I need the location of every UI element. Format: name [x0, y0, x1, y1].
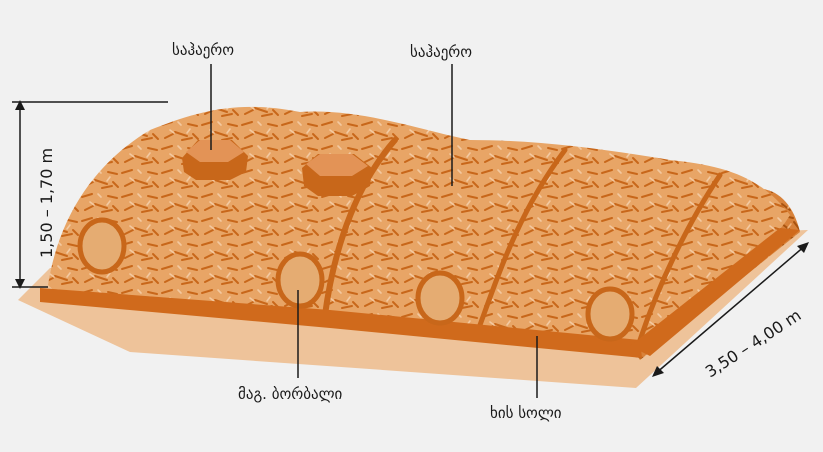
vent-right [302, 154, 372, 196]
vent-right-label: საჰაერო [410, 43, 472, 61]
wood-bed-label: ხის სოლი [490, 404, 562, 422]
pipe-end-3 [418, 273, 462, 323]
pipe-end-1 [80, 220, 124, 272]
pipe-end-2 [278, 254, 322, 306]
pipe-label: მაგ. ბორბალი [238, 385, 343, 403]
vent-left-label: საჰაერო [172, 41, 234, 59]
pipe-end-4 [588, 289, 632, 339]
width-dimension: 3,50 – 4,00 m [702, 305, 805, 381]
height-dimension: 1,50 – 1,70 m [37, 148, 56, 258]
